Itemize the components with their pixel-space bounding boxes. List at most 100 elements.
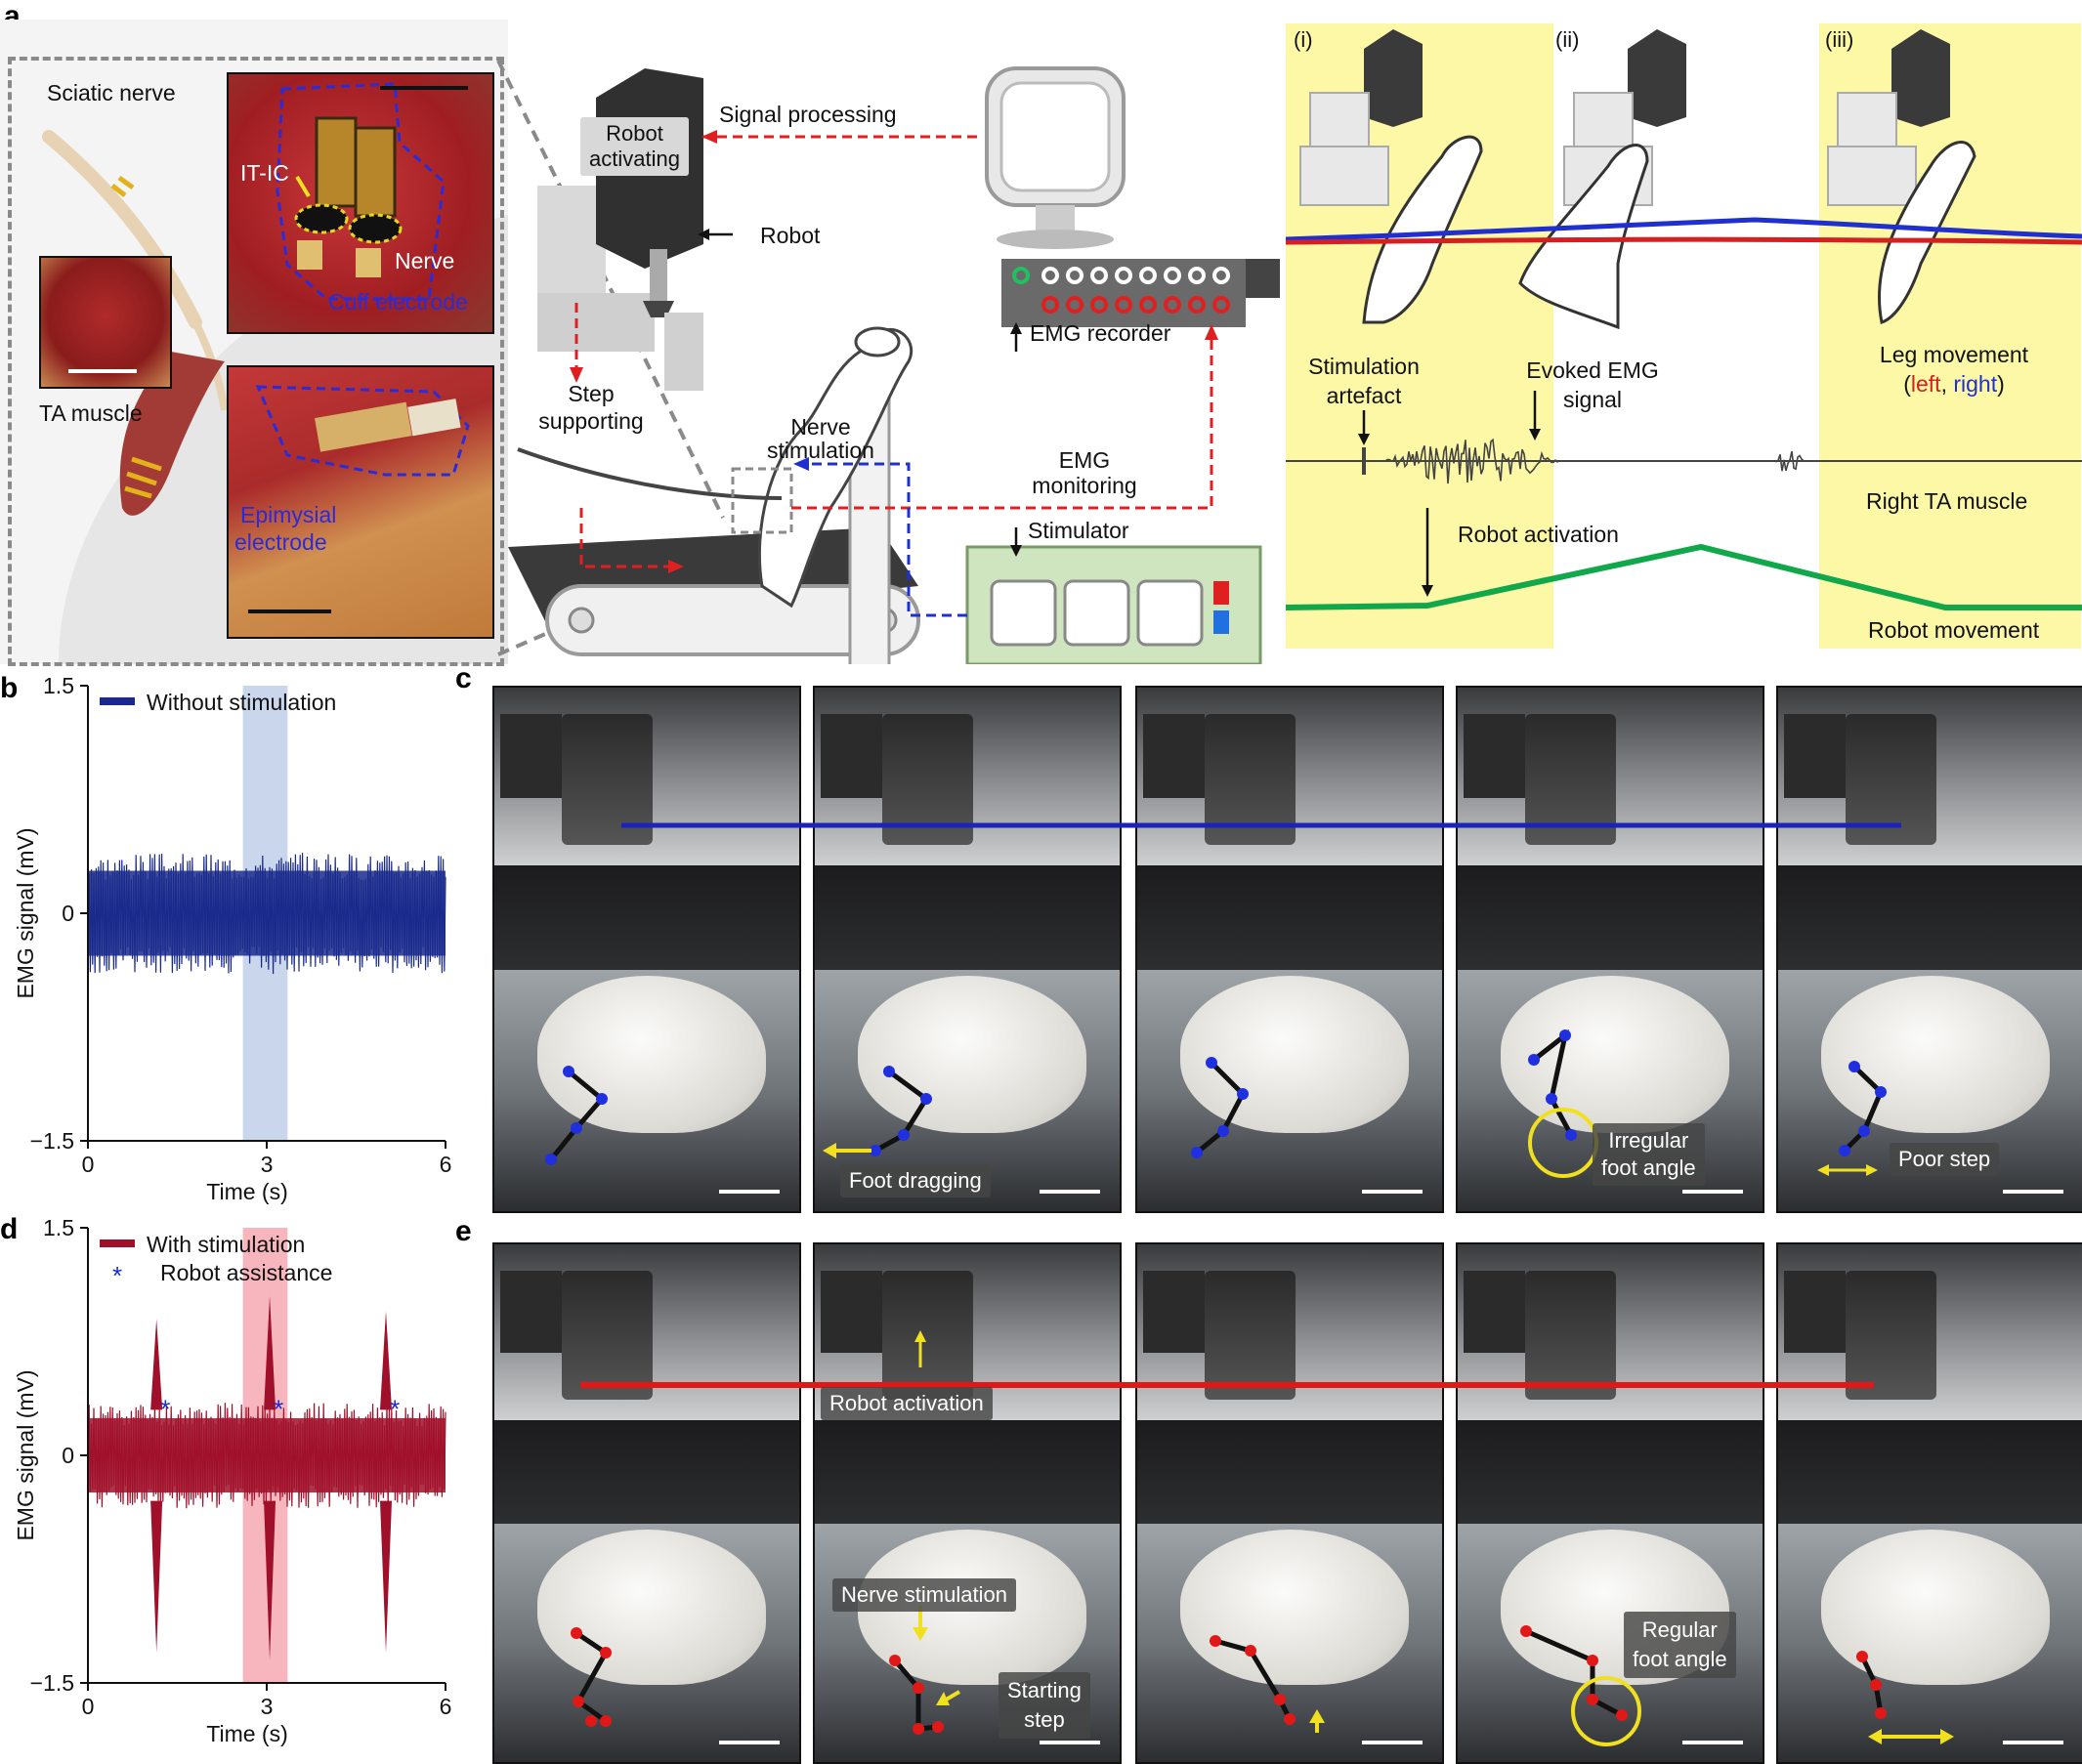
label-robot-movement: Robot movement — [1868, 617, 2040, 643]
robot-movement-line — [1286, 543, 2082, 610]
x-tick-label: 6 — [440, 1694, 452, 1719]
label-phase-iii: (iii) — [1825, 27, 1854, 52]
y-tick-label: −1.5 — [30, 1128, 74, 1154]
y-tick-label: 0 — [62, 901, 74, 926]
label-right-ta-muscle: Right TA muscle — [1866, 488, 2028, 514]
robot-activating-label: Robot activating — [580, 117, 689, 176]
label-phase-ii: (ii) — [1555, 27, 1580, 52]
label-emg-monitoring-1: EMG — [1058, 447, 1111, 473]
annotation-regular-foot-angle: Regular foot angle — [1624, 1612, 1736, 1678]
annotation-robot-activation: Robot activation — [821, 1387, 993, 1420]
label-leg-movement: Leg movement — [1879, 342, 2029, 367]
label-left: left — [1910, 371, 1941, 397]
emg-trace — [87, 853, 446, 975]
cuff-bands — [110, 175, 135, 197]
label-nerve-stimulation-1: Nerve — [790, 414, 851, 440]
legend-swatch — [100, 1239, 135, 1247]
emg-envelope — [88, 870, 446, 956]
legend-swatch — [100, 697, 135, 705]
frame-e-3 — [1135, 1242, 1444, 1764]
label-nerve: Nerve — [395, 248, 455, 273]
emg-trace — [1286, 438, 2082, 484]
label-emg-monitoring-2: monitoring — [1032, 473, 1137, 498]
label-robot: Robot — [760, 223, 821, 248]
x-axis-label: Time (s) — [206, 1721, 287, 1746]
label-epimysial-1: Epimysial — [240, 502, 337, 527]
emg-spike-up-0 — [150, 1319, 163, 1410]
irregular-line1: Irregular — [1608, 1128, 1689, 1153]
label-signal-processing: Signal processing — [719, 102, 897, 127]
phase-schematic — [1286, 29, 2082, 610]
label-stim-artefact-2: artefact — [1326, 383, 1402, 408]
setup-schematic — [508, 66, 1280, 664]
robot-assistance-marker: * — [274, 1395, 283, 1424]
label-epimysial-2: electrode — [234, 529, 327, 555]
robot-activating-line1: Robot — [606, 121, 663, 146]
x-tick-label: 6 — [440, 1152, 452, 1177]
label-leg-colors: (left, right) — [1903, 371, 2005, 397]
label-emg-recorder: EMG recorder — [1030, 320, 1171, 346]
frame-c-3 — [1135, 686, 1444, 1213]
label-evoked-emg-2: signal — [1562, 387, 1623, 412]
label-it-ic: IT-IC — [240, 160, 289, 186]
label-right: right — [1953, 371, 1998, 397]
robot-activating-line2: activating — [589, 147, 680, 171]
emg-spike-down-2 — [380, 1500, 392, 1653]
overlay-c — [545, 822, 1901, 1178]
frame-c-2 — [813, 686, 1122, 1213]
robot-assistance-marker: * — [390, 1395, 400, 1424]
legend-label-2: Robot assistance — [160, 1260, 332, 1285]
y-tick-label: 1.5 — [43, 674, 74, 698]
annotation-poor-step: Poor step — [1890, 1143, 2000, 1176]
panel-label-c: c — [455, 662, 472, 694]
frame-c-1 — [492, 686, 801, 1213]
label-stim-artefact-1: Stimulation — [1308, 354, 1420, 379]
label-robot-activation: Robot activation — [1458, 522, 1619, 547]
frame-c-5 — [1776, 686, 2082, 1213]
annotation-nerve-stimulation: Nerve stimulation — [832, 1578, 1016, 1612]
starting-line1: Starting — [1007, 1678, 1082, 1702]
frame-e-5 — [1776, 1242, 2082, 1764]
legend-marker: * — [112, 1261, 122, 1290]
x-tick-label: 0 — [82, 1152, 95, 1177]
x-tick-label: 3 — [261, 1694, 274, 1719]
ta-muscle-photo — [39, 256, 172, 389]
annotation-starting-step: Starting step — [999, 1672, 1090, 1739]
starting-line2: step — [1024, 1707, 1065, 1732]
y-tick-label: 1.5 — [43, 1216, 74, 1240]
y-tick-label: 0 — [62, 1443, 74, 1468]
regular-line2: foot angle — [1633, 1647, 1727, 1671]
label-ta-muscle: TA muscle — [39, 400, 143, 426]
label-nerve-stimulation-2: stimulation — [767, 438, 874, 463]
emg-spike-up-2 — [380, 1311, 392, 1410]
annotation-foot-dragging: Foot dragging — [840, 1164, 991, 1197]
robot-assistance-marker: * — [160, 1395, 170, 1424]
zoom-box — [8, 57, 504, 666]
x-tick-label: 0 — [82, 1694, 95, 1719]
emg-spike-down-1 — [264, 1500, 276, 1660]
legend-label: Without stimulation — [147, 690, 336, 715]
regular-line1: Regular — [1641, 1617, 1718, 1642]
panel-label-b: b — [0, 672, 19, 704]
label-phase-i: (i) — [1294, 27, 1313, 52]
label-stimulator: Stimulator — [1028, 518, 1129, 543]
legend-label: With stimulation — [147, 1232, 305, 1257]
emg-spike-up-1 — [264, 1295, 276, 1410]
label-evoked-emg-1: Evoked EMG — [1526, 357, 1659, 383]
y-axis-label: EMG signal (mV) — [13, 827, 38, 998]
y-axis-label: EMG signal (mV) — [13, 1369, 38, 1540]
overlay-e — [571, 1330, 1954, 1746]
emg-spike-down-0 — [150, 1500, 163, 1653]
frame-e-1 — [492, 1242, 801, 1764]
label-cuff-electrode: Cuff electrode — [328, 289, 468, 315]
x-axis-label: Time (s) — [206, 1179, 287, 1204]
label-step-supporting-2: supporting — [538, 408, 644, 434]
ta-muscle-shape — [119, 352, 225, 516]
y-tick-label: −1.5 — [30, 1670, 74, 1696]
x-tick-label: 3 — [261, 1152, 274, 1177]
panel-label-e: e — [455, 1215, 472, 1247]
label-step-supporting-1: Step — [568, 381, 615, 406]
emg-envelope — [88, 1417, 446, 1493]
epimysial-electrode-photo — [227, 365, 494, 639]
